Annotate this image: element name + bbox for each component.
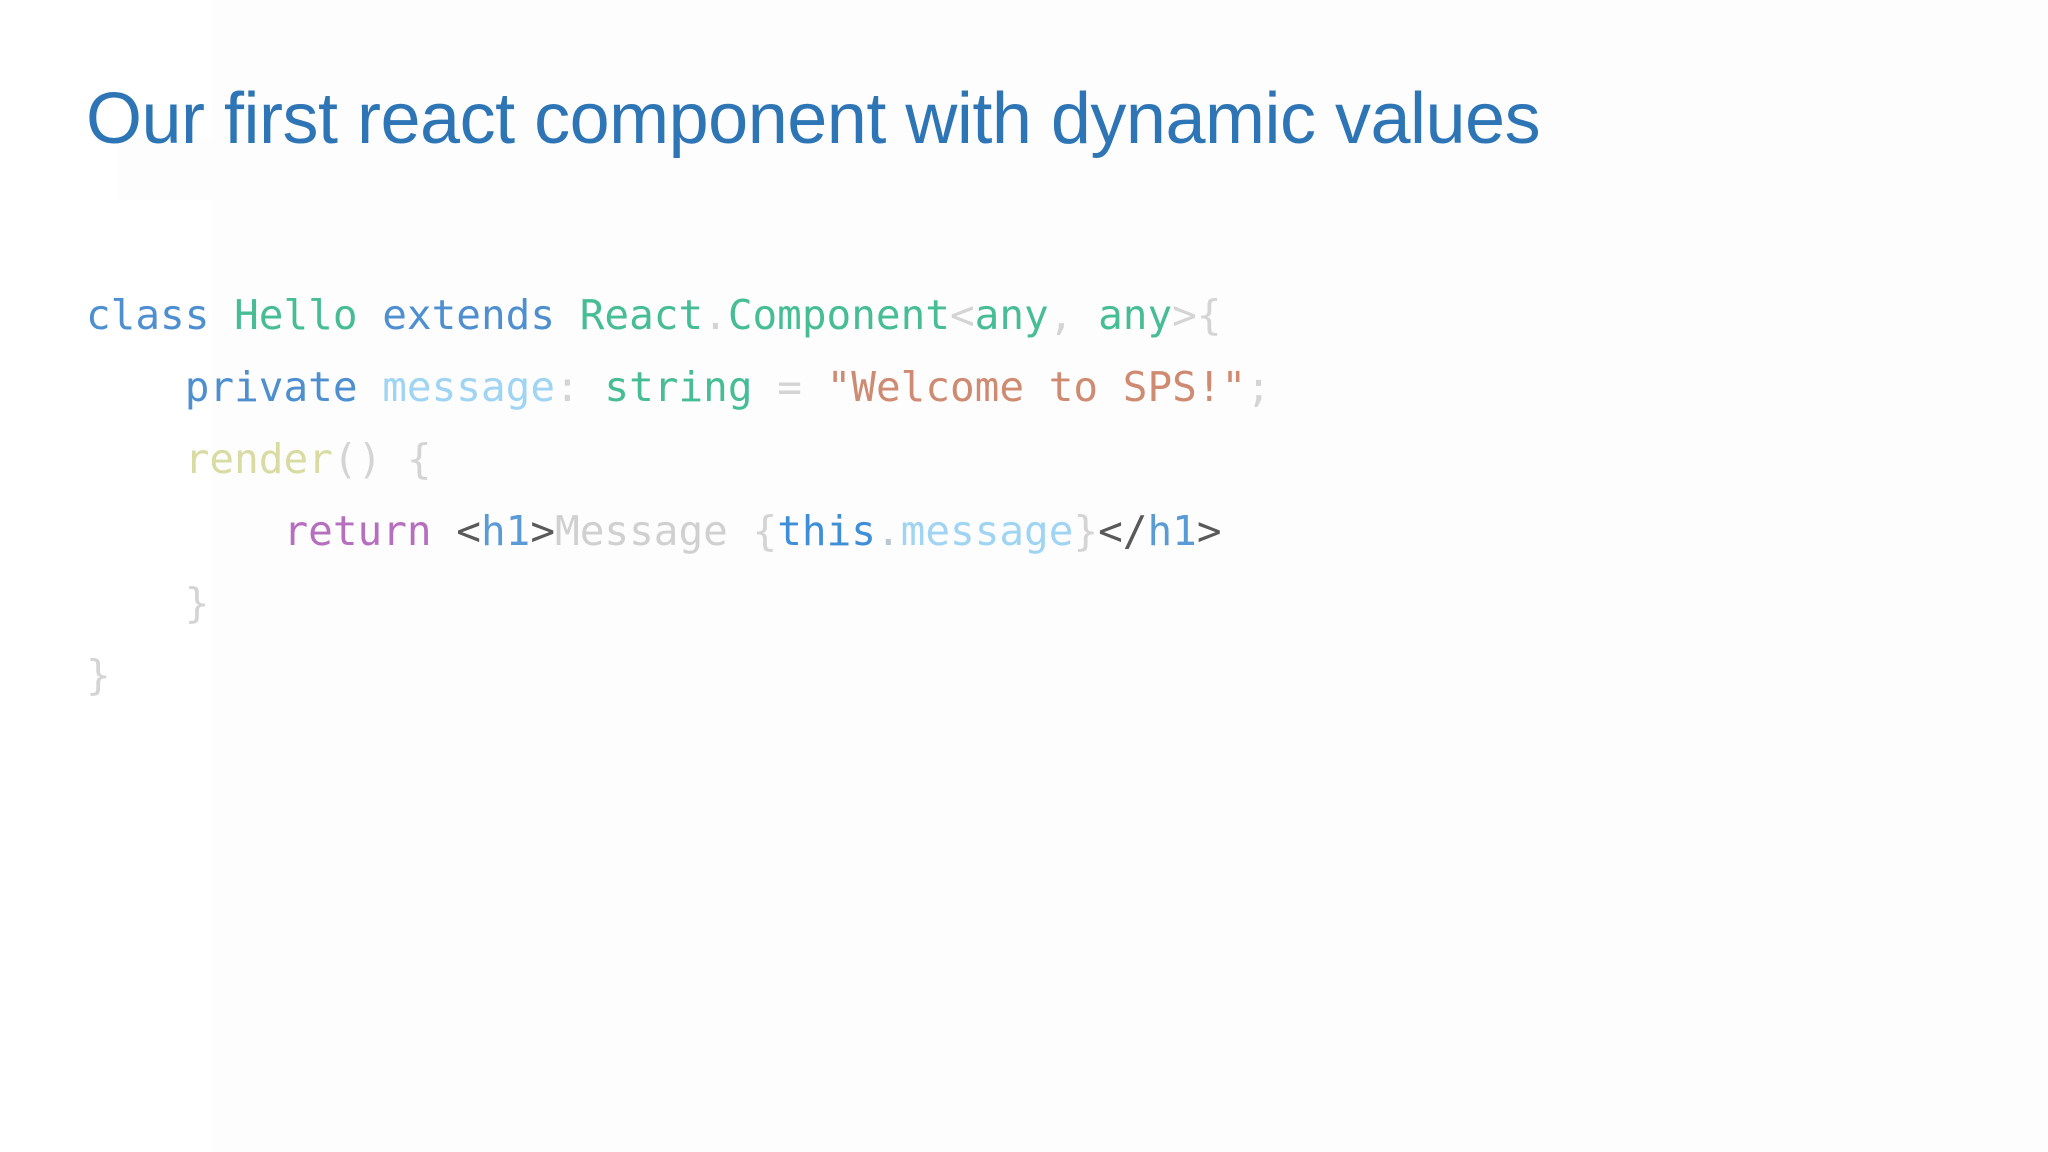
code-token-plain <box>358 291 383 339</box>
code-token-punct: { <box>752 507 778 555</box>
code-token-type: any <box>1098 291 1173 339</box>
code-token-punct: . <box>703 291 728 339</box>
code-token-plain <box>555 291 580 339</box>
code-indent <box>86 579 185 627</box>
code-token-func: render <box>184 435 333 483</box>
code-token-keyword: extends <box>382 291 556 339</box>
code-token-type: Hello <box>234 291 358 339</box>
code-token-keyword: private <box>184 363 358 411</box>
code-token-plain <box>382 435 407 483</box>
code-token-punct: () <box>332 435 383 483</box>
code-token-punct: } <box>86 651 111 699</box>
code-token-plain <box>728 507 753 555</box>
code-token-plain <box>209 291 234 339</box>
code-token-plain <box>432 507 457 555</box>
code-token-punct: : <box>555 363 580 411</box>
code-token-punct: ; <box>1246 363 1271 411</box>
code-token-punct: < <box>949 291 975 339</box>
page-title: Our first react component with dynamic v… <box>86 79 1541 160</box>
code-indent <box>86 507 283 555</box>
code-line: render() { <box>86 423 1271 495</box>
code-token-dot: . <box>875 507 901 555</box>
code-token-bracket: </ <box>1098 507 1148 555</box>
code-line: class Hello extends React.Component<any,… <box>86 279 1271 351</box>
code-token-plain <box>1073 291 1098 339</box>
code-token-punct: > <box>1172 291 1197 339</box>
code-token-punct: { <box>1196 291 1222 339</box>
code-token-tag: h1 <box>1147 507 1197 555</box>
code-token-bracket: > <box>1196 507 1222 555</box>
code-token-plain <box>753 363 778 411</box>
code-token-punct: } <box>184 579 210 627</box>
code-indent <box>86 363 185 411</box>
code-token-punct: = <box>777 363 802 411</box>
code-token-type: React <box>579 291 704 339</box>
code-token-return: return <box>283 507 432 555</box>
code-token-prop: message <box>900 507 1074 555</box>
code-token-type: Component <box>727 291 950 339</box>
code-token-type: string <box>604 363 753 411</box>
code-token-plain <box>580 363 605 411</box>
code-token-keyword: class <box>86 291 210 339</box>
code-token-punct: , <box>1048 291 1074 339</box>
code-line: return <h1>Message {this.message}</h1> <box>86 495 1271 567</box>
code-token-plain <box>358 363 383 411</box>
code-token-plain <box>802 363 827 411</box>
code-indent <box>86 435 185 483</box>
code-token-string: "Welcome to SPS!" <box>826 363 1247 411</box>
code-token-bracket: > <box>530 507 556 555</box>
background-panel-secondary <box>118 138 1818 200</box>
code-token-punct: } <box>1073 507 1099 555</box>
code-token-prop: message <box>382 363 556 411</box>
code-token-punct: { <box>406 435 432 483</box>
code-token-bracket: < <box>456 507 481 555</box>
code-snippet: class Hello extends React.Component<any,… <box>86 279 1271 711</box>
code-token-this: this <box>777 507 876 555</box>
code-token-tag: h1 <box>480 507 531 555</box>
code-token-type: any <box>974 291 1049 339</box>
code-token-text: Message <box>555 507 728 555</box>
code-line: private message: string = "Welcome to SP… <box>86 351 1271 423</box>
code-line: } <box>86 567 1271 639</box>
code-line: } <box>86 639 1271 711</box>
